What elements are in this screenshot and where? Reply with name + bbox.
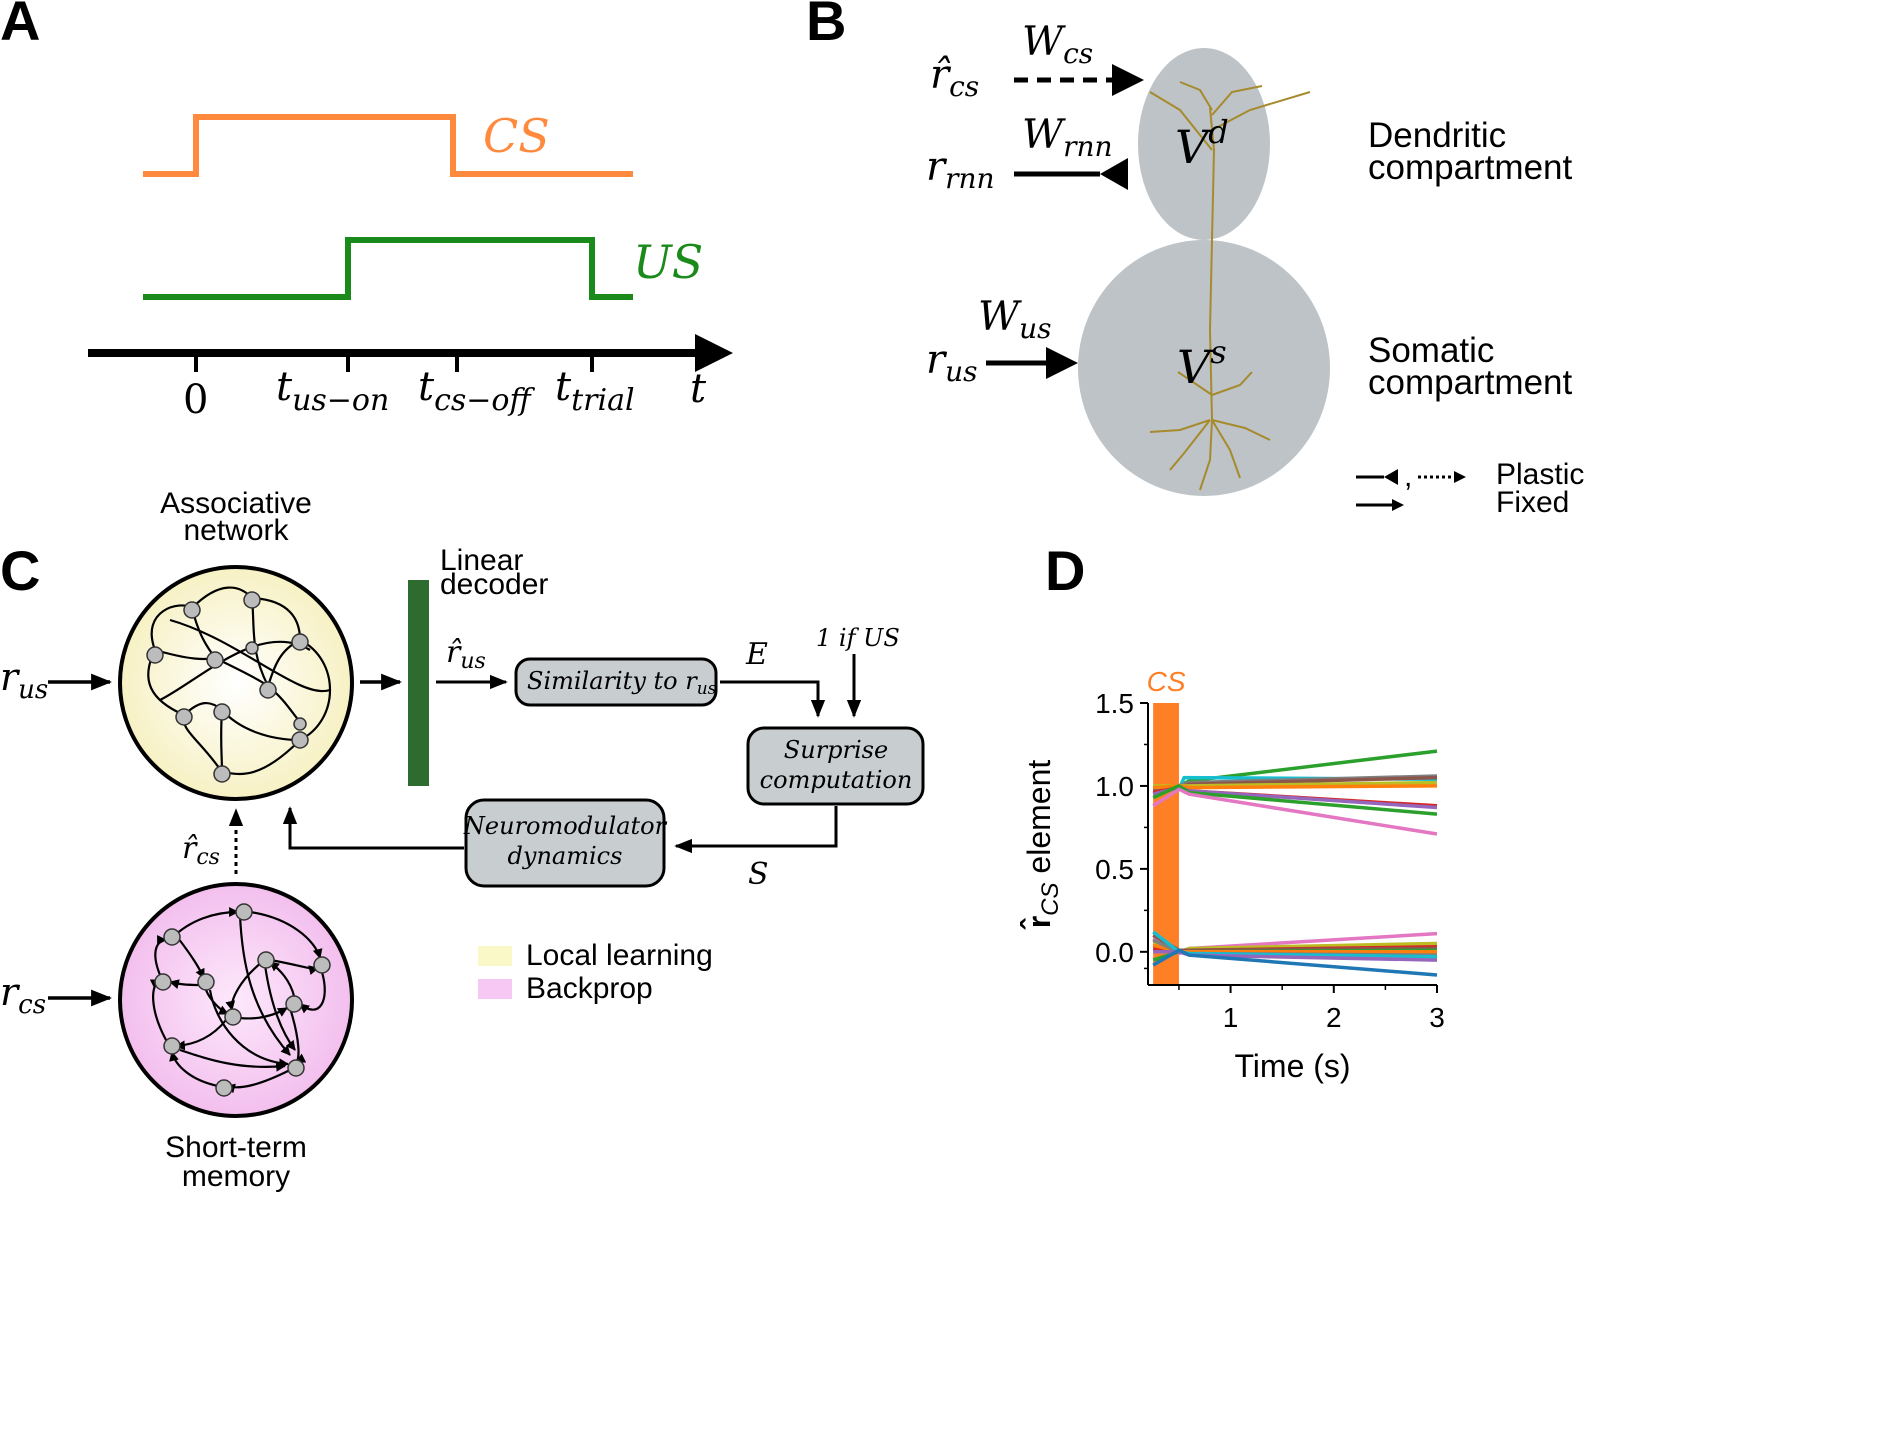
x-tick-label-1: 2 xyxy=(1326,1002,1342,1033)
decoder-label-1: Linear xyxy=(440,544,523,577)
surprise-box xyxy=(746,726,925,806)
legend-backprop: Backprop xyxy=(526,972,653,1005)
us-signal xyxy=(143,237,633,300)
panel-b-legend: , Plastic Fixed xyxy=(1356,458,1584,519)
legend-comma: , xyxy=(1404,460,1412,493)
similarity-box xyxy=(514,657,718,707)
legend-local-learning: Local learning xyxy=(526,939,713,972)
series-line-5 xyxy=(1153,784,1438,790)
somatic-compartment xyxy=(1078,240,1330,496)
axis-t-label: t xyxy=(690,366,707,412)
neuromod-text-1: Neuromodulator xyxy=(463,812,668,840)
linear-decoder xyxy=(408,580,429,786)
tick-trial: ttrial xyxy=(555,364,635,418)
y-tick-label-1: 1.0 xyxy=(1095,771,1134,802)
decoder-label-2: decoder xyxy=(440,568,548,601)
r-cs-input-label: rcs xyxy=(0,970,46,1020)
stm-label-2: memory xyxy=(182,1160,290,1193)
y-tick-label-2: 0.5 xyxy=(1095,854,1134,885)
tick-us-on: tus−on xyxy=(276,364,389,418)
s-label: S xyxy=(748,857,769,892)
similarity-text: Similarity to rus xyxy=(527,667,717,699)
neuron-morphology xyxy=(1149,81,1311,491)
dendritic-label-2: compartment xyxy=(1368,148,1573,187)
r-rnn-label: rrnn xyxy=(926,144,995,195)
legend-fixed: Fixed xyxy=(1496,486,1569,519)
x-tick-label-2: 3 xyxy=(1429,1002,1445,1033)
v-d-label: Vd xyxy=(1175,113,1229,174)
dendritic-compartment xyxy=(1138,48,1270,240)
panel-c: Associative network xyxy=(0,487,925,1193)
associative-network xyxy=(118,565,354,801)
panel-b-letter: B xyxy=(806,0,846,52)
somatic-label-1: Somatic xyxy=(1368,331,1494,370)
r-cs-hat-label: r̂cs xyxy=(930,52,979,103)
legend-backprop-swatch xyxy=(478,979,512,999)
cs-window-label: CS xyxy=(1147,666,1186,697)
us-label: US xyxy=(633,235,703,289)
surprise-to-neuromod-arrow xyxy=(674,806,838,854)
assoc-label-2: network xyxy=(183,514,289,547)
one-if-us-label: 1 if US xyxy=(816,624,900,652)
cs-signal xyxy=(143,114,633,177)
neuromod-text-2: dynamics xyxy=(508,842,623,870)
assoc-label-1: Associative xyxy=(160,487,312,520)
rnn-plastic-synapse xyxy=(1100,158,1128,190)
tick-zero: 0 xyxy=(183,377,208,423)
panel-a-letter: A xyxy=(0,0,40,52)
w-cs-label: Wcs xyxy=(1022,19,1093,70)
neuromodulator-box xyxy=(464,798,666,888)
stm-nodes xyxy=(154,903,331,1097)
time-axis-ticks xyxy=(194,353,594,372)
rhat-us-label: r̂us xyxy=(446,635,486,674)
e-label: E xyxy=(745,637,768,672)
surprise-text-1: Surprise xyxy=(784,736,888,764)
x-tick-label-0: 1 xyxy=(1223,1002,1239,1033)
cs-plastic-arrowhead xyxy=(1112,64,1144,96)
r-us-label: rus xyxy=(926,337,978,388)
panel-a: CS US 0 tus−on tcs−off ttrial t xyxy=(88,109,733,423)
panel-b: Vd Vs r̂cs Wcs rrnn Wrnn rus Wus Dendrit… xyxy=(926,19,1584,519)
y-tick-label-0: 1.5 xyxy=(1095,688,1134,719)
similarity-to-surprise-arrow xyxy=(720,680,826,718)
stm-label-1: Short-term xyxy=(165,1131,307,1164)
dendritic-label-1: Dendritic xyxy=(1368,116,1506,155)
tick-cs-off: tcs−off xyxy=(418,364,535,418)
associative-network-nodes xyxy=(146,591,309,783)
w-rnn-label: Wrnn xyxy=(1022,112,1113,163)
us-fixed-arrowhead xyxy=(1046,347,1078,379)
series-line-7 xyxy=(1152,785,1438,810)
series-line-8 xyxy=(1152,784,1438,816)
y-tick-label-3: 0.0 xyxy=(1095,937,1134,968)
cs-label: CS xyxy=(483,109,550,163)
r-us-input-label: rus xyxy=(0,655,48,705)
panel-c-letter: C xyxy=(0,539,40,602)
rhat-cs-label: r̂cs xyxy=(182,831,220,870)
legend-plastic: Plastic xyxy=(1496,458,1584,491)
series-line-9 xyxy=(1152,787,1438,836)
panel-d-letter: D xyxy=(1045,539,1085,602)
neuromod-to-assoc-arrow xyxy=(282,806,464,850)
somatic-label-2: compartment xyxy=(1368,363,1573,402)
series-line-19 xyxy=(1152,948,1438,977)
x-axis-label: Time (s) xyxy=(1234,1048,1350,1084)
legend-local-swatch xyxy=(478,946,512,966)
v-s-label: Vs xyxy=(1177,333,1227,394)
w-us-label: Wus xyxy=(978,294,1052,345)
y-axis-label: r̂CS element xyxy=(1020,760,1064,930)
time-axis-arrowhead xyxy=(695,334,733,372)
short-term-memory xyxy=(118,882,354,1118)
surprise-text-2: computation xyxy=(760,766,913,794)
